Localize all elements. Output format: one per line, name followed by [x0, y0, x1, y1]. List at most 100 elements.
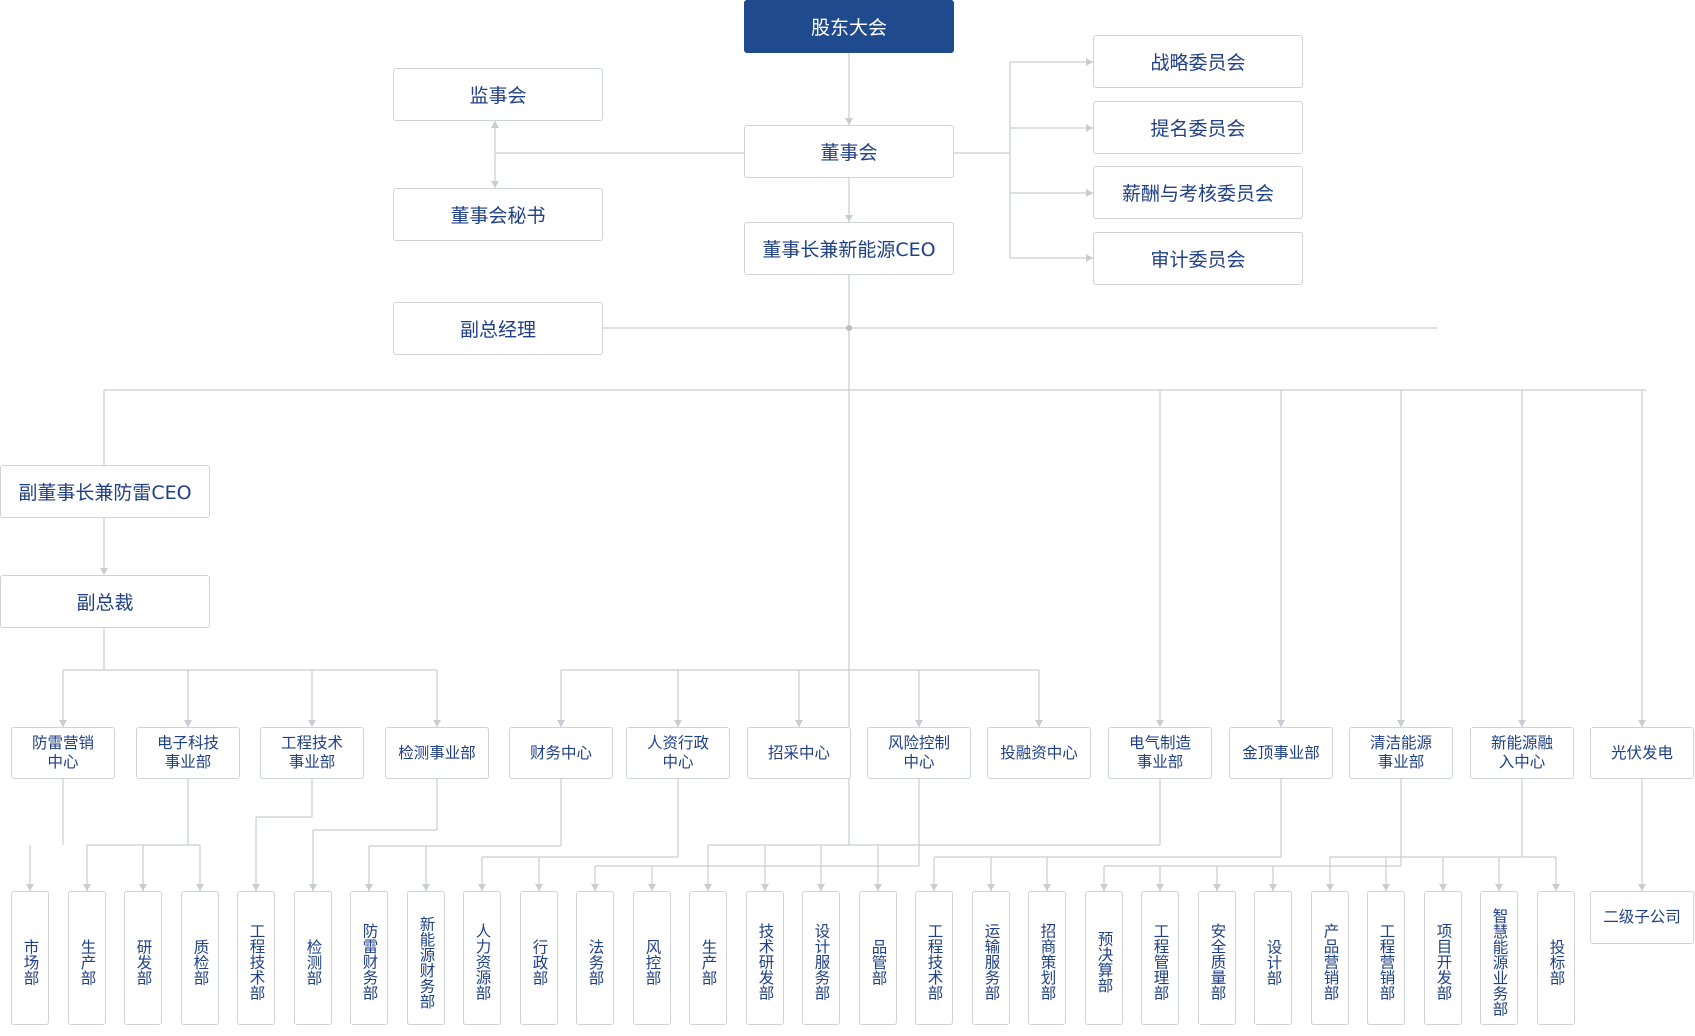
arrow-down-icon: [26, 884, 34, 891]
subunit-box[interactable]: 智慧能源业务部: [1480, 891, 1518, 1025]
subunit-box[interactable]: 风控部: [633, 891, 671, 1025]
subunit-box[interactable]: 技术研发部: [746, 891, 784, 1025]
arrow-down-icon: [704, 884, 712, 891]
node-subsidiary[interactable]: 二级子公司: [1590, 891, 1694, 944]
subunit-box[interactable]: 新能源财务部: [407, 891, 445, 1025]
subunit-box[interactable]: 质检部: [181, 891, 219, 1025]
subunit-box[interactable]: 法务部: [576, 891, 614, 1025]
subunit-box[interactable]: 招商策划部: [1028, 891, 1066, 1025]
arrow-down-icon: [252, 884, 260, 891]
department-label: 工程技术事业部: [281, 734, 343, 772]
subunit-box[interactable]: 研发部: [124, 891, 162, 1025]
subunit-label: 招商策划部: [1038, 923, 1057, 1001]
subunit-label: 预决算部: [1095, 931, 1114, 993]
department-label-line: 风险控制: [887, 734, 950, 752]
arrow-down-icon: [309, 884, 317, 891]
department-label-line: 光伏发电: [1610, 743, 1673, 762]
subunit-box[interactable]: 工程技术部: [237, 891, 275, 1025]
department-label-line: 工程技术: [280, 734, 343, 752]
subunit-box[interactable]: 设计服务部: [802, 891, 840, 1025]
node-audit-committee[interactable]: 审计委员会: [1093, 232, 1303, 285]
arrow-right-icon: [1086, 254, 1093, 262]
node-board[interactable]: 董事会: [744, 125, 954, 178]
node-vice-chairman-ceo[interactable]: 副董事长兼防雷CEO: [0, 465, 210, 518]
department-label-line: 电子科技: [156, 734, 219, 752]
department-label-line: 事业部: [164, 753, 212, 771]
subunit-box[interactable]: 品管部: [859, 891, 897, 1025]
subunit-box[interactable]: 行政部: [520, 891, 558, 1025]
subunit-label: 安全质量部: [1208, 923, 1227, 1001]
subunit-box[interactable]: 设计部: [1254, 891, 1292, 1025]
node-compensation-committee[interactable]: 薪酬与考核委员会: [1093, 166, 1303, 219]
department-d11[interactable]: 金顶事业部: [1229, 727, 1333, 779]
subunit-box[interactable]: 防雷财务部: [350, 891, 388, 1025]
arrow-down-icon: [915, 720, 923, 727]
subunit-label: 法务部: [586, 938, 605, 986]
node-label: 战略委员会: [1150, 52, 1246, 74]
subunit-box[interactable]: 生产部: [689, 891, 727, 1025]
subunit-box[interactable]: 项目开发部: [1424, 891, 1462, 1025]
department-d1[interactable]: 防雷营销中心: [11, 727, 115, 779]
department-label: 电气制造事业部: [1129, 734, 1191, 772]
node-label: 副总经理: [459, 319, 536, 341]
department-label: 检测事业部: [398, 744, 476, 763]
department-d12[interactable]: 清洁能源事业部: [1349, 727, 1453, 779]
subunit-label: 投标部: [1547, 938, 1566, 986]
subunit-label: 行政部: [530, 938, 549, 986]
department-d2[interactable]: 电子科技事业部: [136, 727, 240, 779]
department-d9[interactable]: 投融资中心: [987, 727, 1091, 779]
node-nomination-committee[interactable]: 提名委员会: [1093, 101, 1303, 154]
node-vice-general-manager[interactable]: 副总经理: [393, 302, 603, 355]
junction-dot: [846, 325, 852, 331]
node-label: 董事长兼新能源CEO: [762, 239, 936, 261]
arrow-right-icon: [1086, 58, 1093, 66]
department-d10[interactable]: 电气制造事业部: [1108, 727, 1212, 779]
department-label-line: 检测事业部: [398, 743, 476, 762]
arrow-down-icon: [433, 720, 441, 727]
subunit-box[interactable]: 安全质量部: [1198, 891, 1236, 1025]
arrow-down-icon: [422, 884, 430, 891]
department-d5[interactable]: 财务中心: [509, 727, 613, 779]
node-shareholders[interactable]: 股东大会: [744, 0, 954, 53]
arrow-down-icon: [1518, 720, 1526, 727]
arrow-up-icon: [491, 121, 499, 128]
department-d6[interactable]: 人资行政中心: [626, 727, 730, 779]
arrow-down-icon: [478, 884, 486, 891]
subunit-box[interactable]: 运输服务部: [972, 891, 1010, 1025]
arrow-down-icon: [557, 720, 565, 727]
node-supervisors[interactable]: 监事会: [393, 68, 603, 121]
node-label: 审计委员会: [1150, 249, 1246, 271]
subunit-box[interactable]: 投标部: [1537, 891, 1575, 1025]
subunit-box[interactable]: 工程管理部: [1141, 891, 1179, 1025]
subunit-box[interactable]: 市场部: [11, 891, 49, 1025]
node-strategy-committee[interactable]: 战略委员会: [1093, 35, 1303, 88]
subunit-box[interactable]: 生产部: [68, 891, 106, 1025]
arrow-down-icon: [1156, 884, 1164, 891]
subunit-label: 新能源财务部: [417, 915, 436, 1009]
department-d7[interactable]: 招采中心: [747, 727, 851, 779]
subunit-box[interactable]: 产品营销部: [1311, 891, 1349, 1025]
node-label: 股东大会: [810, 17, 887, 39]
department-label-line: 入中心: [1498, 753, 1546, 771]
department-d14[interactable]: 光伏发电: [1590, 727, 1694, 779]
arrow-down-icon: [817, 884, 825, 891]
subunit-box[interactable]: 工程营销部: [1367, 891, 1405, 1025]
subunit-box[interactable]: 工程技术部: [915, 891, 953, 1025]
department-d3[interactable]: 工程技术事业部: [260, 727, 364, 779]
arrow-down-icon: [1638, 720, 1646, 727]
subunit-label: 质检部: [191, 938, 210, 986]
node-vice-president[interactable]: 副总裁: [0, 575, 210, 628]
node-chairman-ceo[interactable]: 董事长兼新能源CEO: [744, 222, 954, 275]
arrow-down-icon: [1100, 884, 1108, 891]
node-board-secretary[interactable]: 董事会秘书: [393, 188, 603, 241]
department-d13[interactable]: 新能源融入中心: [1470, 727, 1574, 779]
subunit-label: 工程营销部: [1377, 923, 1396, 1001]
department-d4[interactable]: 检测事业部: [385, 727, 489, 779]
subunit-box[interactable]: 检测部: [294, 891, 332, 1025]
department-label: 投融资中心: [1000, 744, 1078, 763]
department-d8[interactable]: 风险控制中心: [867, 727, 971, 779]
subunit-box[interactable]: 人力资源部: [463, 891, 501, 1025]
subunit-box[interactable]: 预决算部: [1085, 891, 1123, 1025]
node-label: 薪酬与考核委员会: [1121, 183, 1274, 205]
